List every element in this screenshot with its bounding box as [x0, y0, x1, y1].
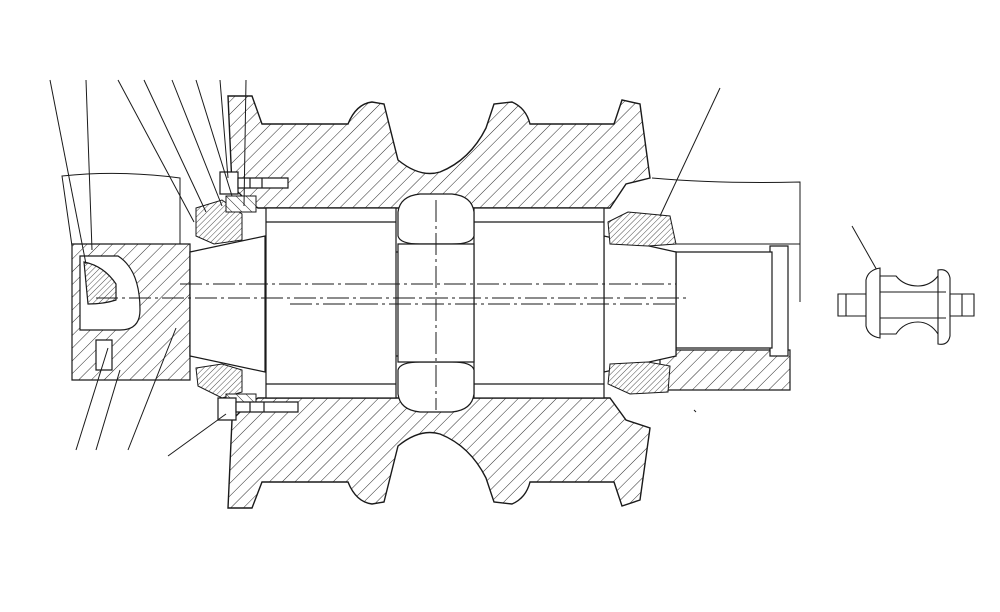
bolt-upper — [220, 172, 288, 194]
roller-body-lower — [228, 398, 650, 508]
seal-group-right — [608, 212, 676, 394]
bolt-lower — [218, 398, 298, 420]
leader-lines — [50, 80, 878, 456]
roller-thumbnail — [838, 268, 974, 344]
centerlines — [96, 200, 690, 410]
frame-outline — [62, 173, 800, 302]
bushing-left — [266, 208, 396, 398]
right-end-collar — [660, 246, 790, 390]
bushing-right — [474, 208, 604, 398]
tick-mark — [694, 410, 696, 412]
left-end-collar — [72, 244, 190, 380]
roller-body-upper — [228, 96, 650, 208]
